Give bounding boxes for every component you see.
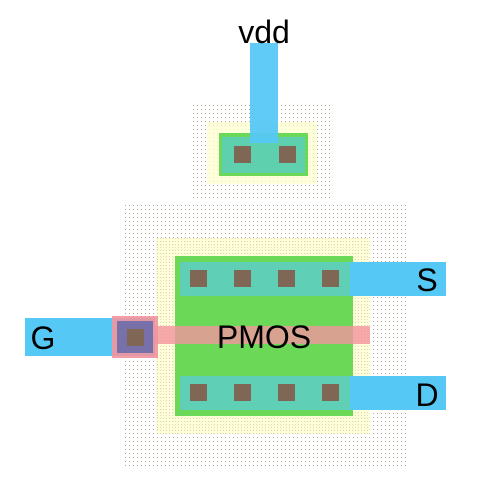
source-label: S <box>416 262 437 298</box>
vdd-metal <box>250 43 278 143</box>
drain-metal <box>180 376 446 410</box>
drain-label: D <box>415 377 438 413</box>
vdd-label: vdd <box>238 14 290 50</box>
vdd-contacts <box>234 146 296 163</box>
device-label: PMOS <box>217 319 311 355</box>
drain-contacts <box>190 384 339 401</box>
gate-contact <box>127 329 144 346</box>
gate-label: G <box>31 320 56 356</box>
source-contacts <box>190 270 339 287</box>
source-metal <box>180 262 446 296</box>
